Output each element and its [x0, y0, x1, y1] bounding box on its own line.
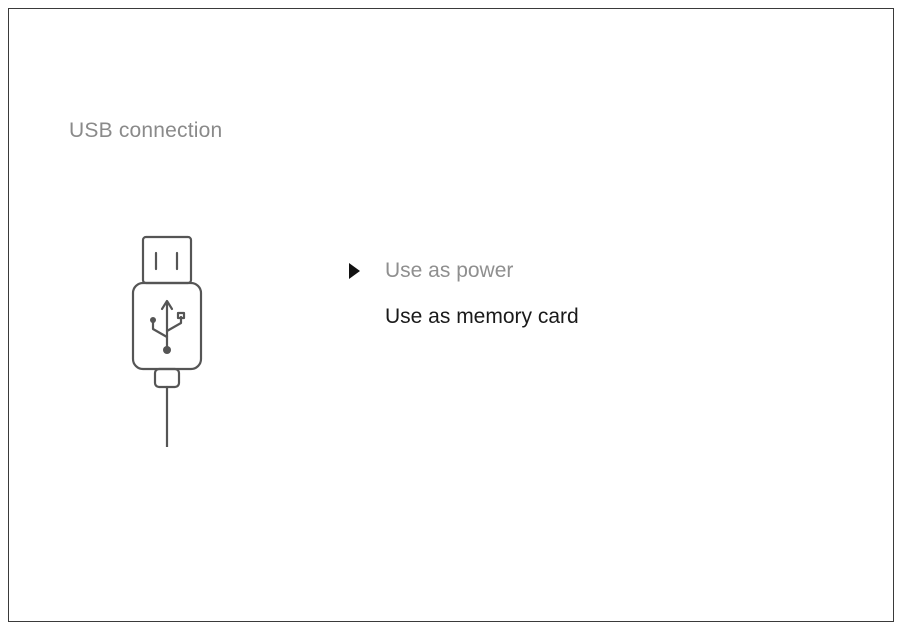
page-title: USB connection	[69, 119, 223, 142]
usb-plug-icon	[121, 233, 213, 449]
usb-mode-menu: Use as power Use as memory card	[347, 255, 767, 347]
menu-item-label: Use as memory card	[385, 305, 579, 328]
selection-arrow-icon	[349, 263, 360, 279]
menu-item-use-as-memory-card[interactable]: Use as memory card	[347, 301, 767, 347]
menu-item-label: Use as power	[385, 259, 514, 282]
menu-item-use-as-power[interactable]: Use as power	[347, 255, 767, 301]
usb-connection-screen: USB connection	[8, 8, 894, 622]
